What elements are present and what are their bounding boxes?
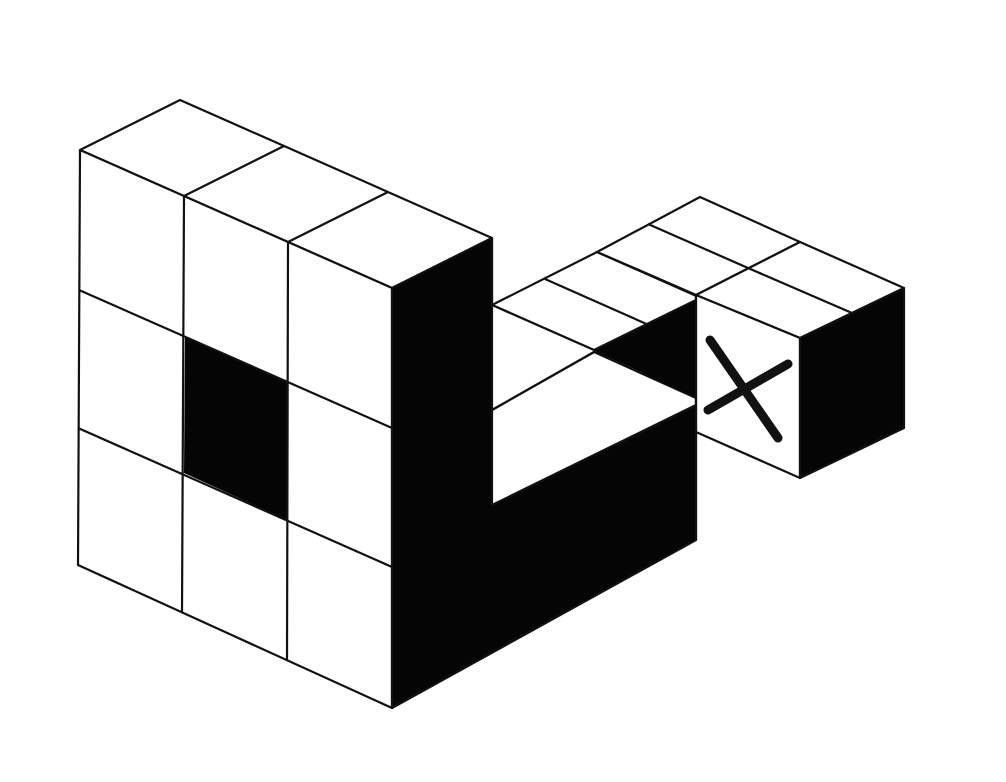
wall-horizontal-line-1 [78, 288, 393, 430]
wall-horizontal-line-2 [77, 426, 393, 569]
arm-shaded-notch [594, 300, 696, 398]
arm-notch-edge [593, 299, 697, 351]
wall-vertical-line-2 [285, 241, 290, 661]
detached-cube-side-face [798, 286, 906, 480]
wall-top-line-2 [287, 191, 389, 243]
x-mark-icon [703, 335, 793, 443]
wall-shaded-cell [184, 336, 287, 520]
back-arm-top-line [647, 222, 749, 270]
wall-top-line-1 [183, 145, 285, 197]
back-arm-top-line-2 [596, 250, 697, 297]
front-wall [76, 98, 494, 710]
arm-inner-edge [491, 350, 697, 411]
detached-cube [694, 240, 906, 480]
wall-vertical-line-1 [180, 195, 186, 613]
detached-cube-top-line [747, 266, 853, 315]
